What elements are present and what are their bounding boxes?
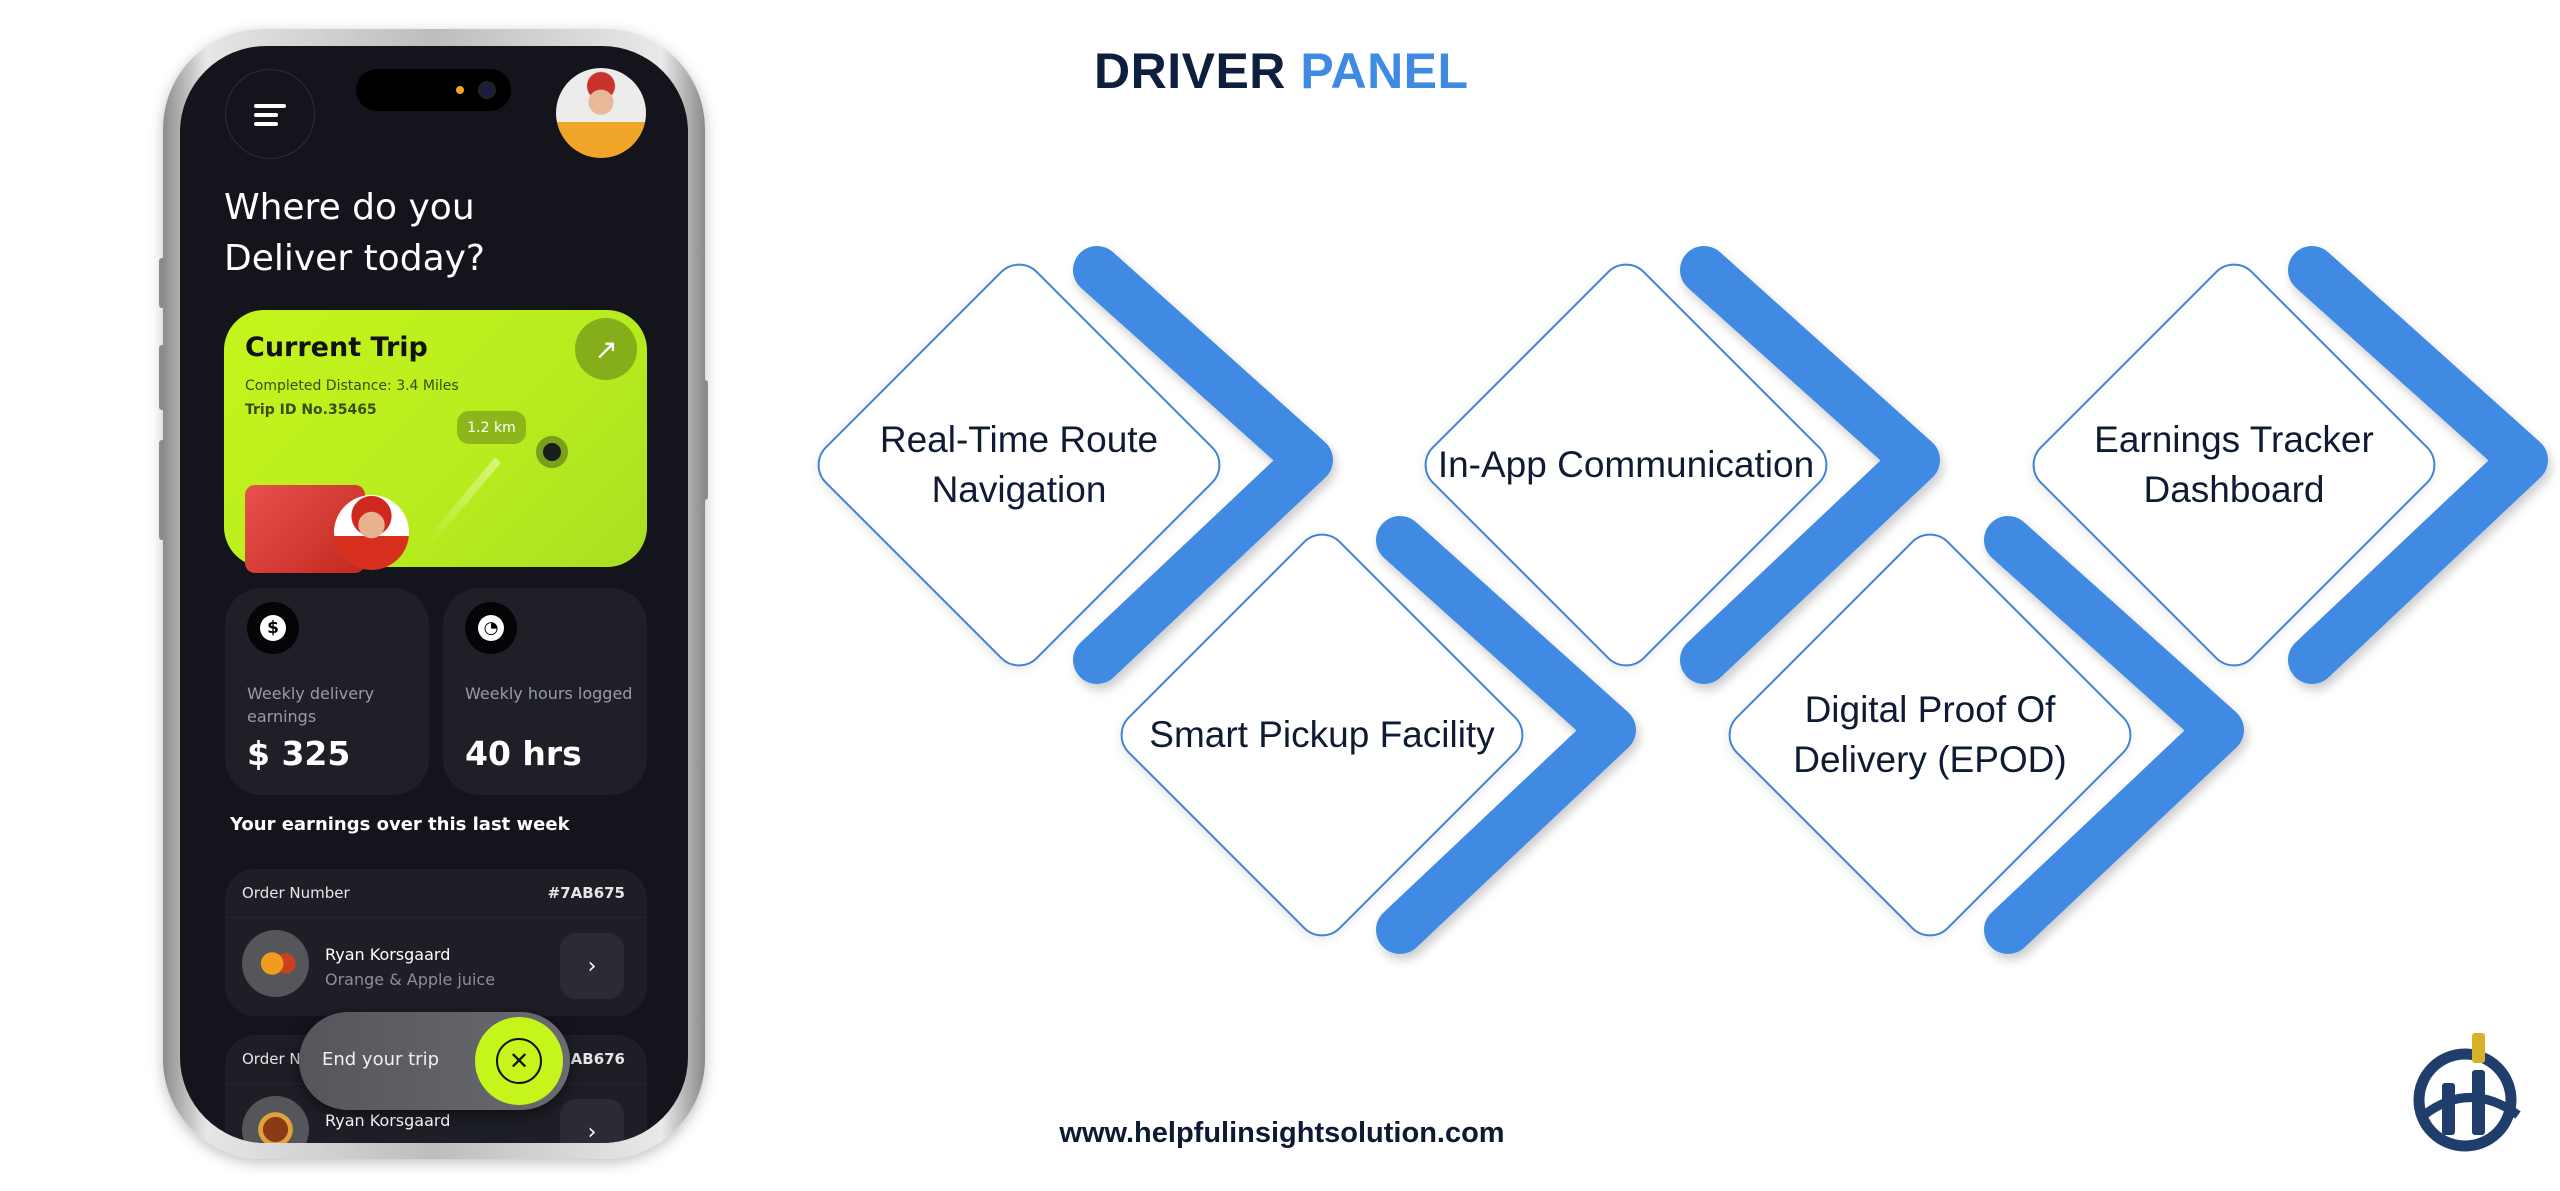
current-trip-title: Current Trip [245,332,428,363]
order-id: #7AB675 [547,884,625,902]
avatar[interactable] [556,68,646,158]
stat-card-hours: ◔ Weekly hours logged 40 hrs [443,588,647,795]
chevron-right-icon[interactable]: › [560,933,624,999]
website-url[interactable]: www.helpfulinsightsolution.com [1059,1117,1505,1149]
close-icon: ✕ [496,1038,542,1084]
divider [225,917,647,918]
order-card: Order Number #7AB675 Ryan Korsgaard Oran… [225,869,647,1016]
order-item: Orange & Apple juice [325,970,496,989]
phone-volume-up-button [159,345,165,410]
feature-label: In-App Communication [1437,444,1815,485]
dollar-icon: $ [247,602,299,654]
phone-power-button [702,380,708,500]
earnings-section-title: Your earnings over this last week [230,814,570,835]
end-trip-label: End your trip [322,1049,440,1070]
stat-value: 40 hrs [465,734,582,773]
order-header: Order Number #7AB675 [242,884,625,902]
chevron-arrow-icon [2288,246,2548,684]
end-trip-button[interactable]: ✕ [475,1017,563,1105]
stat-value: $ 325 [247,734,351,773]
chevron-right-icon[interactable]: › [560,1099,624,1143]
phone-volume-down-button [159,440,165,540]
chevron-arrow-icon [1984,516,2244,954]
phone-screen: Where do you Deliver today? Current Trip… [180,46,688,1143]
chevron-arrow-icon [1073,246,1333,684]
heading-line: Deliver today? [224,238,486,279]
location-pin-icon [536,436,568,468]
dollar-glyph: $ [260,615,286,641]
heading-line: Where do you [224,187,475,228]
stat-label: Weekly delivery earnings [247,684,375,726]
end-trip-slider[interactable]: End your trip ✕ [299,1012,570,1110]
feature-label: Earnings Tracker Dashboard [2094,419,2374,510]
page-title: DRIVER PANEL [1094,42,1469,100]
rider-image [334,495,409,570]
customer-name: Ryan Korsgaard [325,1111,451,1130]
title-accent: PANEL [1300,43,1469,99]
clock-glyph: ◔ [478,615,504,641]
page-heading: Where do you Deliver today? [224,182,485,284]
clock-icon: ◔ [465,602,517,654]
company-logo [2413,1033,2521,1152]
stat-label: Weekly hours logged [465,684,633,703]
completed-distance: Completed Distance: 3.4 Miles [245,378,459,394]
arrow-up-right-icon[interactable]: ↗ [575,318,637,380]
current-trip-card[interactable]: Current Trip Completed Distance: 3.4 Mil… [224,310,647,573]
chevron-arrow-icon [1680,246,1940,684]
order-number-label: Order Number [242,884,350,902]
feature-label: Digital Proof Of Delivery (EPOD) [1793,689,2067,780]
feature-label: Smart Pickup Facility [1149,714,1495,755]
trip-id: Trip ID No.35465 [245,402,377,418]
customer-name: Ryan Korsgaard [325,945,451,964]
phone-side-button [159,258,165,308]
feature-label: Real-Time Route Navigation [879,419,1159,510]
chevron-arrow-icon [1376,516,1636,954]
order-thumbnail [242,1096,309,1143]
stat-card-earnings: $ Weekly delivery earnings $ 325 [225,588,429,795]
dynamic-island [356,69,511,111]
distance-badge: 1.2 km [457,411,526,444]
hamburger-menu-icon[interactable] [225,69,315,159]
order-thumbnail [242,930,309,997]
title-primary: DRIVER [1094,43,1286,99]
